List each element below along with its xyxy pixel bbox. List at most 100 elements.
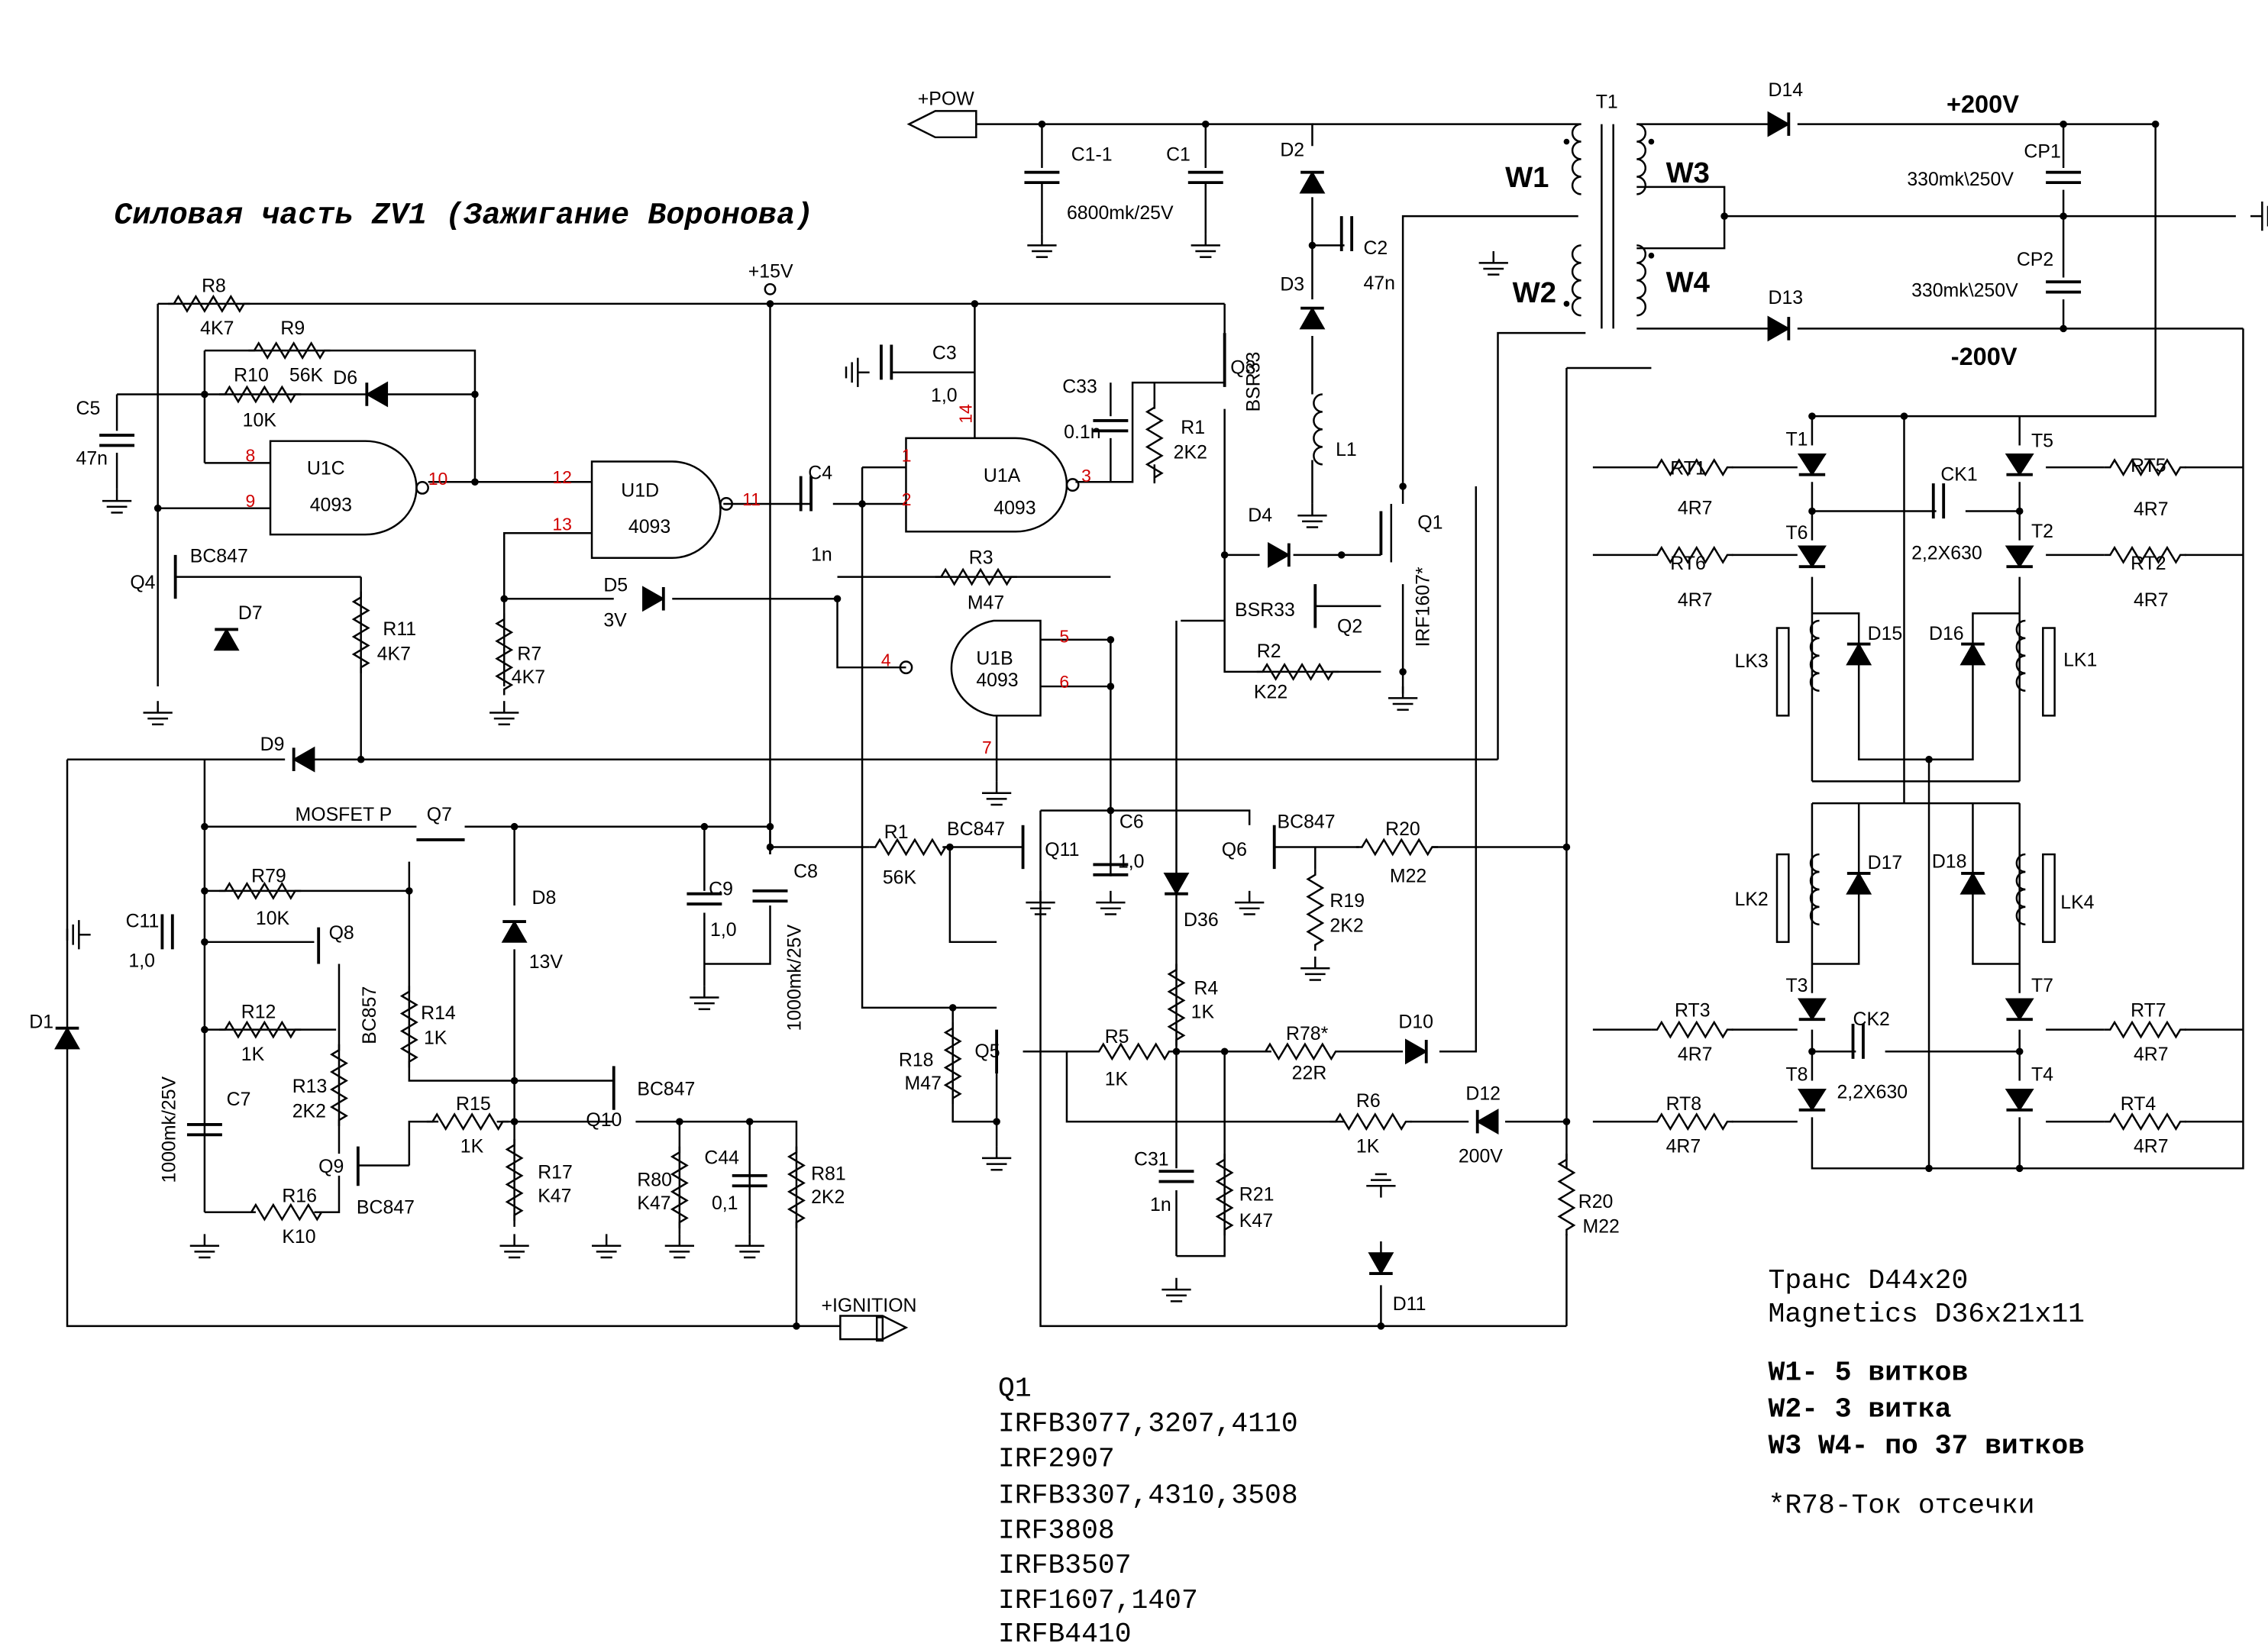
svg-text:R2: R2 (1257, 641, 1281, 662)
svg-text:C1: C1 (1166, 144, 1191, 165)
svg-text:2,2X630: 2,2X630 (1911, 543, 1982, 564)
svg-text:Q7: Q7 (427, 804, 452, 825)
svg-text:R14: R14 (421, 1002, 456, 1024)
gate-u1b: U1B 4093 4 5 6 7 (881, 619, 1069, 782)
page-title: Силовая часть ZV1 (Зажигание Воронова) (114, 199, 813, 234)
svg-text:C4: C4 (808, 462, 832, 483)
svg-text:R15: R15 (456, 1093, 491, 1115)
svg-text:IRF2907: IRF2907 (998, 1444, 1115, 1475)
svg-text:R20: R20 (1385, 818, 1420, 840)
svg-text:2K2: 2K2 (811, 1186, 845, 1208)
svg-text:RT5: RT5 (2131, 455, 2166, 476)
svg-text:W1: W1 (1505, 161, 1549, 194)
svg-text:1K: 1K (1356, 1135, 1380, 1157)
svg-text:C11: C11 (126, 911, 160, 932)
rt-resistors: RT1 4R7 RT5 4R7 RT6 4R7 RT2 4R7 RT3 4R7 … (1650, 455, 2188, 1157)
svg-text:R1: R1 (1181, 417, 1205, 438)
svg-text:L1: L1 (1336, 439, 1357, 460)
inductors: L1 LK3 LK1 LK2 LK4 (1313, 393, 2097, 944)
svg-text:9: 9 (245, 491, 255, 511)
svg-text:CP2: CP2 (2017, 249, 2053, 270)
svg-text:D17: D17 (1868, 852, 1903, 873)
svg-text:BC847: BC847 (947, 818, 1005, 840)
svg-text:D2: D2 (1280, 140, 1304, 161)
svg-text:CK2: CK2 (1853, 1009, 1890, 1030)
svg-text:0,1: 0,1 (712, 1193, 738, 1214)
svg-text:IRFB3307,4310,3508: IRFB3307,4310,3508 (998, 1480, 1298, 1511)
gate-u1a: U1A 4093 1 2 3 14 (902, 404, 1091, 533)
svg-text:5: 5 (1059, 627, 1069, 647)
gate-u1d: U1D 4093 12 13 11 (552, 460, 761, 559)
svg-text:C6: C6 (1119, 812, 1144, 833)
svg-text:LK4: LK4 (2060, 892, 2094, 913)
svg-text:1,0: 1,0 (710, 919, 737, 941)
svg-text:IRF1607*: IRF1607* (1413, 566, 1434, 647)
svg-text:1000mk/25V: 1000mk/25V (159, 1076, 180, 1183)
svg-text:D10: D10 (1398, 1012, 1433, 1033)
svg-text:D15: D15 (1868, 623, 1903, 644)
svg-text:1K: 1K (460, 1135, 484, 1157)
svg-text:RT2: RT2 (2131, 553, 2166, 574)
gate-u1c: U1C 4093 8 9 10 (245, 440, 447, 536)
svg-text:LK3: LK3 (1735, 650, 1769, 672)
svg-text:R8: R8 (202, 276, 226, 297)
svg-text:C31: C31 (1134, 1148, 1169, 1170)
svg-text:R3: R3 (969, 547, 993, 568)
svg-text:R18: R18 (899, 1049, 934, 1070)
svg-text:D16: D16 (1929, 623, 1964, 644)
svg-text:RT6: RT6 (1670, 553, 1706, 574)
svg-text:R4: R4 (1194, 978, 1218, 999)
svg-text:W1- 5 витков: W1- 5 витков (1769, 1357, 1969, 1389)
svg-text:R17: R17 (538, 1162, 573, 1183)
svg-text:BC847: BC847 (1278, 812, 1336, 833)
svg-text:C44: C44 (704, 1148, 739, 1169)
svg-text:R12: R12 (241, 1001, 276, 1022)
svg-text:CK1: CK1 (1940, 463, 1977, 485)
svg-text:6: 6 (1059, 672, 1069, 692)
svg-text:R6: R6 (1356, 1090, 1381, 1112)
capacitors: C1-1 6800mk/25V C1 C2 47n C3 1,0 C33 0.1… (76, 141, 2082, 1215)
rail-pos-label: +200V (1947, 90, 2019, 118)
svg-text:LK1: LK1 (2063, 649, 2097, 670)
svg-text:6800mk/25V: 6800mk/25V (1067, 202, 1174, 224)
svg-text:R9: R9 (280, 318, 305, 339)
svg-text:4R7: 4R7 (2134, 499, 2169, 520)
svg-text:T1: T1 (1596, 92, 1618, 113)
svg-text:330mk\250V: 330mk\250V (1911, 279, 2018, 301)
svg-text:2: 2 (902, 489, 912, 509)
svg-text:8: 8 (245, 445, 255, 465)
svg-text:1,0: 1,0 (931, 385, 958, 406)
svg-text:W4: W4 (1666, 266, 1711, 299)
svg-text:D3: D3 (1280, 274, 1304, 295)
svg-text:4R7: 4R7 (2134, 589, 2169, 611)
svg-text:R20: R20 (1578, 1191, 1614, 1212)
svg-text:D8: D8 (532, 887, 557, 909)
svg-text:D18: D18 (1932, 851, 1967, 872)
svg-text:2K2: 2K2 (1174, 442, 1207, 463)
svg-text:W2- 3 витка: W2- 3 витка (1769, 1394, 1952, 1425)
svg-text:T3: T3 (1785, 975, 1808, 996)
svg-text:BC857: BC857 (359, 986, 380, 1044)
svg-text:D1: D1 (29, 1012, 53, 1033)
svg-text:W2: W2 (1513, 276, 1556, 309)
svg-text:U1A: U1A (984, 465, 1021, 486)
svg-text:47n: 47n (1363, 273, 1394, 294)
svg-text:R7: R7 (517, 644, 541, 665)
svg-text:Q1: Q1 (1417, 512, 1443, 533)
svg-text:1: 1 (902, 445, 912, 465)
svg-text:R81: R81 (811, 1164, 846, 1185)
svg-text:T6: T6 (1785, 522, 1808, 544)
svg-text:C5: C5 (76, 398, 101, 419)
svg-text:K22: K22 (1254, 681, 1287, 702)
svg-text:T5: T5 (2031, 430, 2053, 451)
svg-text:K47: K47 (538, 1185, 571, 1206)
svg-text:11: 11 (742, 489, 761, 509)
svg-text:U1B: U1B (976, 647, 1013, 669)
svg-text:Q6: Q6 (1222, 839, 1247, 860)
ignition-port-body (875, 1316, 884, 1342)
ignition-port-arrow (839, 1315, 909, 1341)
svg-text:Q3: Q3 (1230, 357, 1255, 379)
svg-text:RT1: RT1 (1670, 458, 1706, 479)
svg-text:IRFB3077,3207,4110: IRFB3077,3207,4110 (998, 1409, 1298, 1440)
svg-text:R80: R80 (637, 1169, 672, 1190)
